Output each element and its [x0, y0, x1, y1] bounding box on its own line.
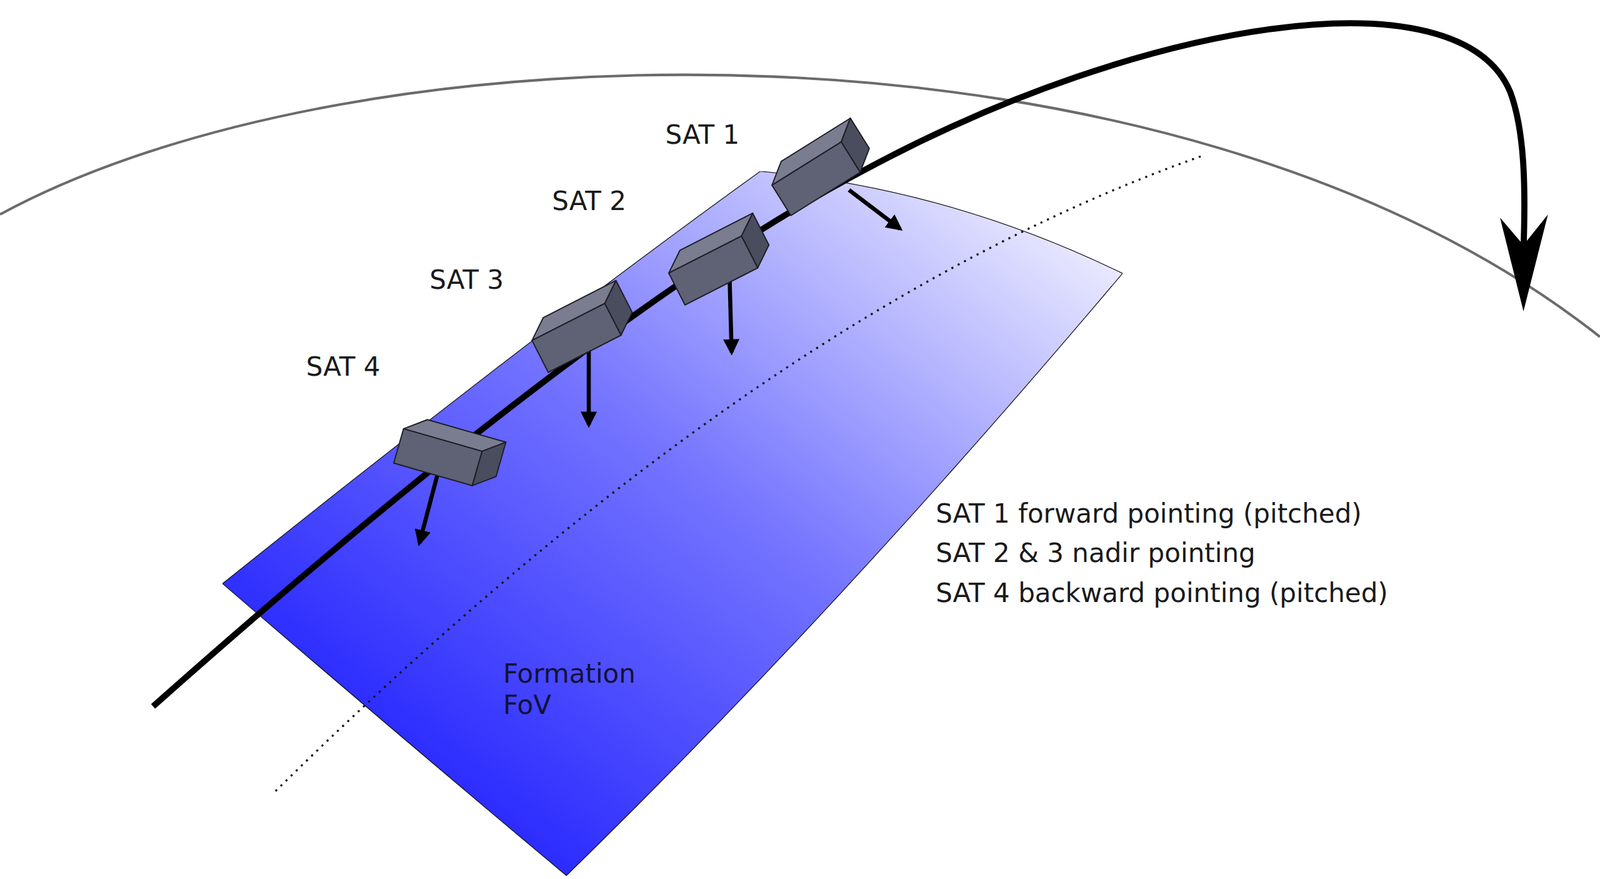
pointing-arrow	[848, 190, 900, 229]
orbit-path	[153, 23, 1525, 707]
pointing-arrow	[586, 349, 592, 425]
satellite	[661, 213, 777, 352]
note-line: SAT 4 backward pointing (pitched)	[935, 577, 1389, 609]
satellite-body	[661, 213, 777, 305]
satellite-face	[393, 428, 482, 486]
satellite	[763, 118, 900, 229]
satellite-label: SAT 2	[551, 185, 627, 217]
satellite-face	[531, 303, 621, 372]
earth-horizon	[0, 75, 1600, 337]
satellite	[393, 413, 506, 543]
satellite-body	[763, 118, 878, 216]
ground-track	[275, 155, 1205, 791]
note-line: SAT 1 forward pointing (pitched)	[935, 498, 1362, 530]
satellite-body	[525, 280, 640, 373]
satellite-label: SAT 4	[306, 351, 381, 383]
satellite	[525, 280, 640, 425]
satellite-label: SAT 3	[429, 264, 504, 296]
satellite-face	[668, 236, 758, 305]
satellite-label: SAT 1	[665, 119, 740, 151]
satellite-body	[393, 413, 506, 491]
satellite-face	[771, 141, 860, 216]
note-line: SAT 2 & 3 nadir pointing	[935, 537, 1256, 569]
pointing-arrow	[419, 469, 439, 544]
region-label: Formation FoV	[503, 658, 660, 722]
pointing-arrow	[729, 277, 732, 352]
orbit-arrowhead	[1500, 214, 1549, 312]
